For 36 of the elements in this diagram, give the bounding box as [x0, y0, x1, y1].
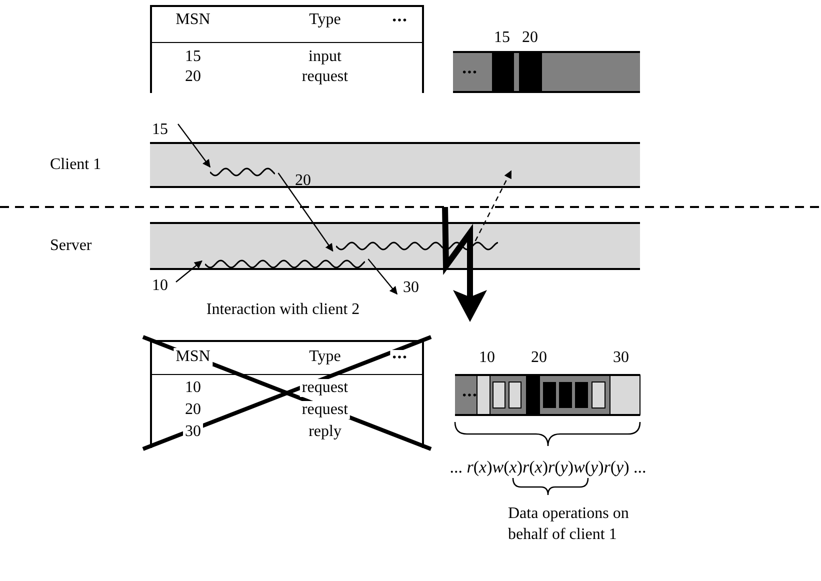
lane-label: Server [50, 237, 92, 255]
note-text: Interaction with client 2 [206, 302, 360, 318]
dashed-arrow [474, 170, 512, 242]
edge-label: 15 [152, 122, 168, 138]
ellipsis-text: ••• [462, 66, 478, 78]
position-number: 30 [613, 350, 629, 366]
position-number: 10 [479, 350, 495, 366]
lane-label: Client 1 [50, 156, 102, 174]
position-number: 20 [522, 30, 538, 46]
operations-formula: ... r(x)w(x)r(x)r(y)w(y)r(y) ... [450, 458, 646, 476]
position-number: 20 [531, 350, 547, 366]
table-value: 20 [185, 69, 201, 85]
arrow [278, 172, 334, 252]
wavy-line [205, 259, 365, 269]
table-value: request [302, 69, 348, 85]
ellipsis-text: ••• [462, 389, 478, 401]
table-value: request [300, 401, 350, 419]
edge-label: 10 [152, 278, 168, 294]
table-value: input [308, 49, 342, 65]
column-header: Type [307, 348, 343, 366]
arrow [368, 258, 398, 295]
edge-label: 20 [295, 173, 311, 189]
arrow [176, 260, 202, 282]
column-header: MSN [176, 12, 210, 28]
position-number: 15 [494, 30, 510, 46]
wavy-line [336, 241, 498, 251]
ellipsis-text: ••• [392, 14, 408, 26]
wavy-line [210, 167, 275, 177]
arrow [178, 124, 210, 168]
column-header: Type [309, 12, 341, 28]
table-value: request [300, 379, 350, 397]
edge-label: 30 [403, 280, 419, 296]
table-value: reply [306, 423, 344, 441]
column-header: MSN [174, 348, 212, 366]
note-text: Data operations on behalf of client 1 [508, 504, 630, 545]
table-value: 15 [185, 49, 201, 65]
